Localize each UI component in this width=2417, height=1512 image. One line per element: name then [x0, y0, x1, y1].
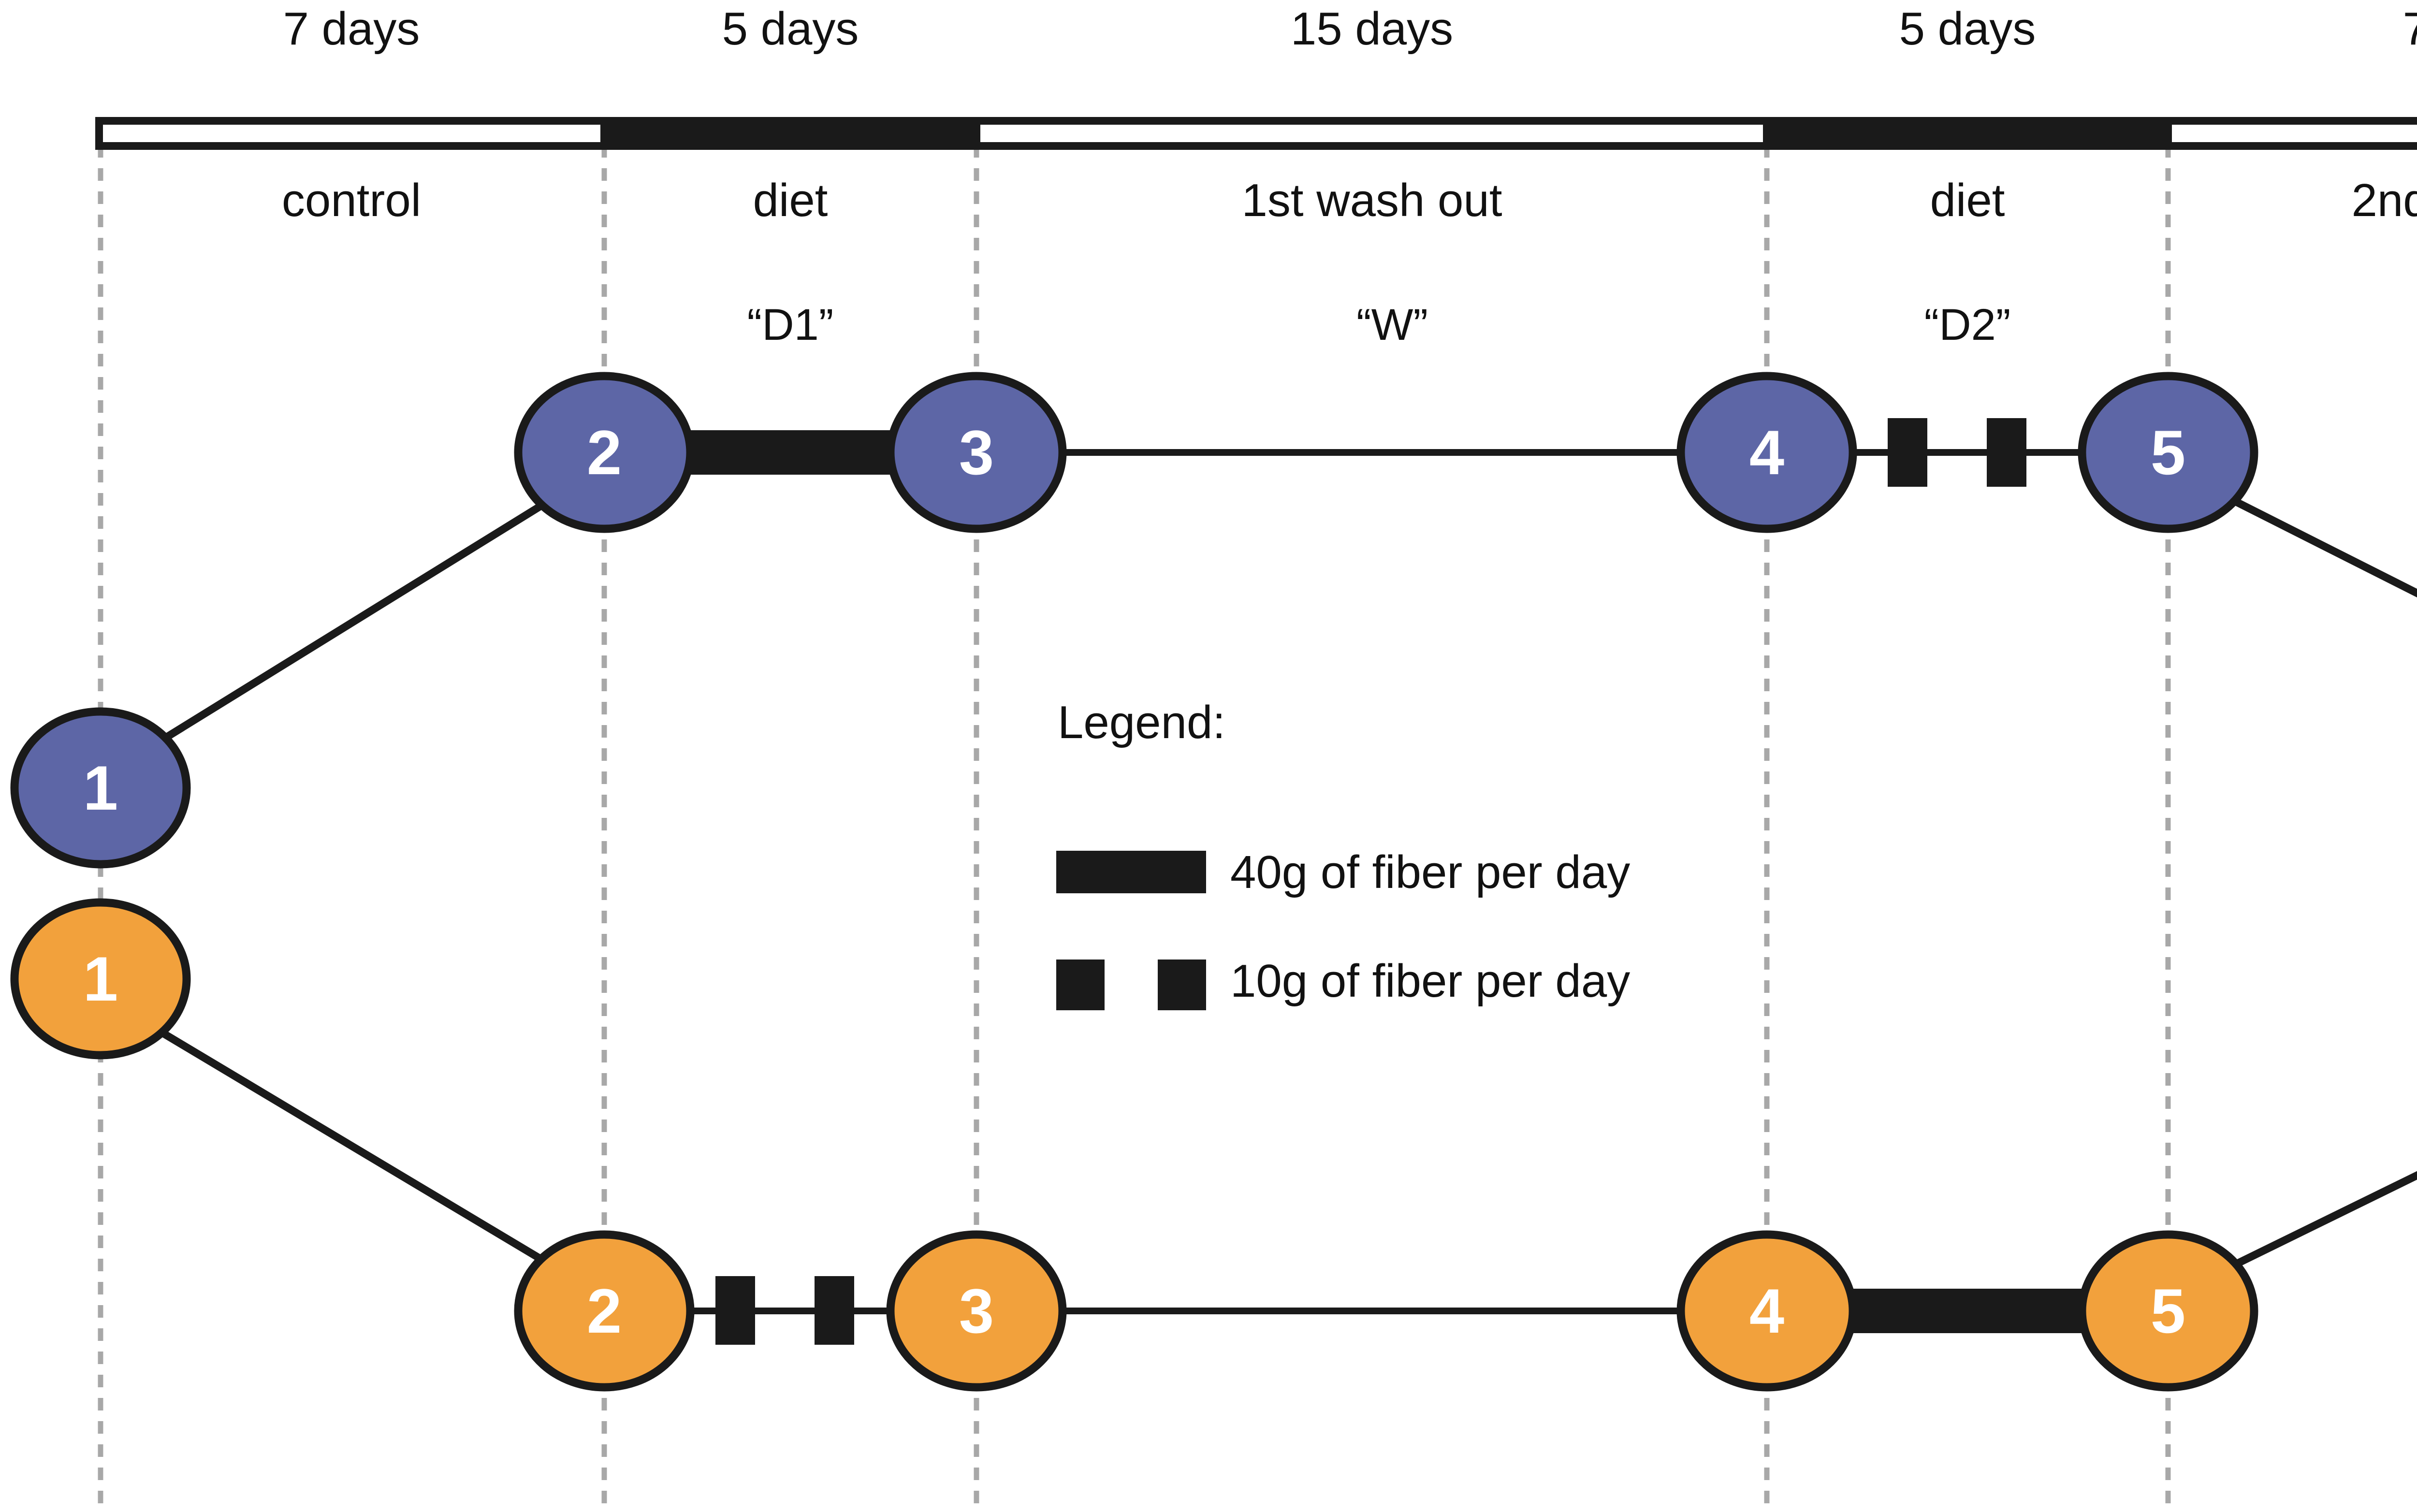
timeline-segment-washout-1	[973, 117, 1771, 150]
node-b-5-label: 5	[2151, 1276, 2185, 1346]
code-label-d1: “D1”	[747, 300, 834, 349]
node-a-5-label: 5	[2151, 417, 2185, 488]
arm-a-nodes: 1 2 3 4 5 6	[10, 372, 2258, 869]
node-a-2[interactable]: 2	[514, 372, 695, 533]
legend-item-label-40g: 40g of fiber per day	[1230, 846, 1631, 898]
legend-title: Legend:	[1058, 697, 1226, 748]
node-b-3[interactable]: 3	[886, 1230, 1067, 1392]
code-label-w: “W”	[1356, 300, 1428, 349]
link-a-2-3-thick	[650, 430, 931, 475]
node-b-1[interactable]: 1	[10, 898, 191, 1060]
code-label-d2: “D2”	[1924, 300, 2011, 349]
phase-label-washout-2: 2nd wash out	[2351, 174, 2417, 226]
link-a-1-2	[137, 485, 572, 757]
phase-label-washout-1: 1st wash out	[1241, 174, 1502, 226]
node-a-5[interactable]: 5	[2078, 372, 2258, 533]
link-a-4-5-dash-2	[1987, 418, 2026, 487]
duration-label-control: 7 days	[283, 3, 420, 55]
legend-swatches	[1056, 851, 1206, 1010]
node-a-1-label: 1	[83, 753, 118, 823]
duration-label-diet-1: 5 days	[722, 3, 859, 55]
node-a-1[interactable]: 1	[10, 707, 191, 869]
node-b-2-label: 2	[587, 1276, 622, 1346]
link-b-1-2	[137, 1016, 572, 1279]
node-b-4[interactable]: 4	[1676, 1230, 1857, 1392]
node-b-5[interactable]: 5	[2078, 1230, 2258, 1392]
timeline-bar	[95, 117, 2417, 150]
link-b-2-3-dash-2	[815, 1276, 854, 1345]
node-b-3-label: 3	[959, 1276, 994, 1346]
node-a-3[interactable]: 3	[886, 372, 1067, 533]
link-a-4-5-dash-1	[1888, 418, 1927, 487]
link-b-5-6	[2210, 1171, 2417, 1280]
duration-label-washout-1: 15 days	[1290, 3, 1454, 55]
node-a-3-label: 3	[959, 417, 994, 488]
node-a-4[interactable]: 4	[1676, 372, 1857, 533]
legend-swatch-dashed-bar-icon-part-2	[1158, 960, 1206, 1010]
timeline-segment-washout-2	[2164, 117, 2417, 150]
phase-label-diet-1: diet	[753, 174, 828, 226]
arm-b-nodes: 1 2 3 4 5 6	[10, 898, 2258, 1392]
timeline-segment-diet-2	[1763, 117, 2172, 150]
legend-swatch-thick-bar-icon	[1056, 851, 1206, 893]
duration-label-diet-2: 5 days	[1899, 3, 2036, 55]
timeline-segment-control	[95, 117, 608, 150]
arm-b-connectors	[137, 1016, 2417, 1345]
node-b-4-label: 4	[1749, 1276, 1784, 1346]
arm-a-connectors	[137, 418, 2417, 757]
legend-item-label-10g: 10g of fiber per day	[1230, 955, 1631, 1007]
phase-label-control: control	[281, 174, 422, 226]
duration-label-washout-2: 7 days	[2402, 3, 2417, 55]
node-a-4-label: 4	[1749, 417, 1784, 488]
legend-swatch-dashed-bar-icon-part-1	[1056, 960, 1105, 1010]
node-a-2-label: 2	[587, 417, 622, 488]
phase-label-diet-2: diet	[1930, 174, 2005, 226]
link-a-5-6	[2207, 484, 2417, 597]
node-b-2[interactable]: 2	[514, 1230, 695, 1392]
timeline-segment-diet-1	[600, 117, 980, 150]
node-b-1-label: 1	[83, 944, 118, 1014]
link-b-2-3-dash-1	[715, 1276, 755, 1345]
